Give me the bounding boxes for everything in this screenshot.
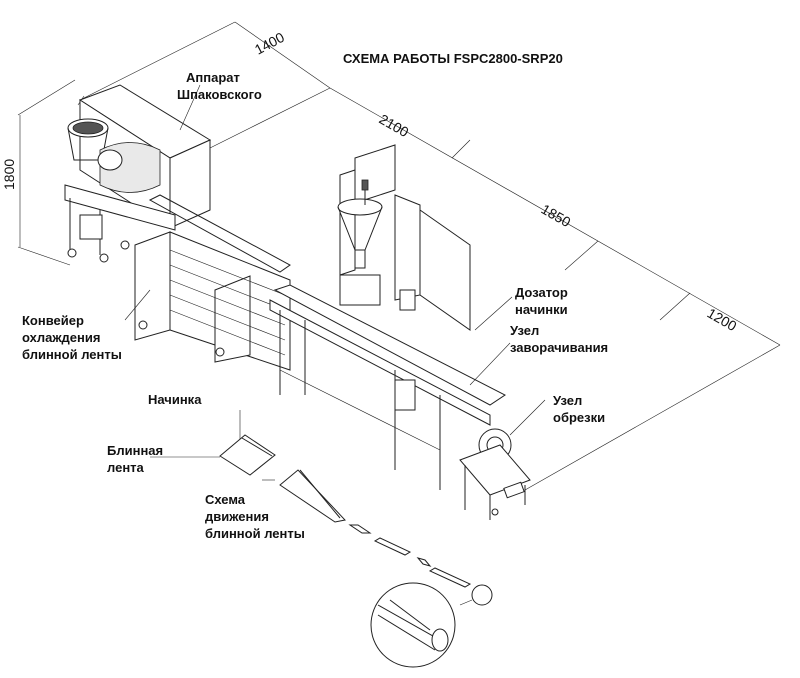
svg-text:Узел: Узел [553, 393, 582, 408]
svg-text:заворачивания: заворачивания [510, 340, 608, 355]
diagram-title: СХЕМА РАБОТЫ FSPC2800-SRP20 [343, 51, 563, 66]
strip-movement-scheme [219, 434, 493, 668]
label-shpakovsky: Аппарат Шпаковского [177, 70, 262, 102]
label-pancake-strip: Блинная лента [107, 443, 163, 475]
cooling-conveyor [134, 194, 291, 371]
label-filling: Начинка [148, 392, 202, 407]
label-trimming-unit: Узел обрезки [553, 393, 605, 425]
svg-text:Дозатор: Дозатор [515, 285, 568, 300]
svg-text:обрезки: обрезки [553, 410, 605, 425]
dimension-1400: 1400 [252, 29, 287, 58]
dimension-1800: 1800 [1, 159, 17, 190]
label-filling-doser: Дозатор начинки [515, 285, 568, 317]
filling-doser [337, 144, 471, 331]
svg-text:Узел: Узел [510, 323, 539, 338]
svg-text:Схема: Схема [205, 492, 246, 507]
leader-lines [124, 84, 546, 458]
label-wrapping-unit: Узел заворачивания [510, 323, 608, 355]
main-line [269, 274, 506, 490]
svg-text:начинки: начинки [515, 302, 568, 317]
dimension-1850: 1850 [539, 201, 574, 231]
trimming-unit [459, 428, 531, 520]
svg-text:Шпаковского: Шпаковского [177, 87, 262, 102]
svg-text:Блинная: Блинная [107, 443, 163, 458]
svg-text:Конвейер: Конвейер [22, 313, 84, 328]
svg-text:блинной ленты: блинной ленты [22, 347, 122, 362]
label-movement-scheme: Схема движения блинной ленты [205, 492, 305, 541]
svg-text:движения: движения [205, 509, 269, 524]
label-cooling-conveyor: Конвейер охлаждения блинной ленты [22, 313, 122, 362]
svg-text:Аппарат: Аппарат [186, 70, 240, 85]
svg-text:лента: лента [107, 460, 145, 475]
dimension-lines [17, 21, 781, 491]
dimension-1200: 1200 [705, 305, 740, 335]
dimension-2100: 2100 [377, 111, 412, 141]
svg-text:блинной ленты: блинной ленты [205, 526, 305, 541]
svg-text:Начинка: Начинка [148, 392, 202, 407]
svg-text:охлаждения: охлаждения [22, 330, 100, 345]
shpakovsky-apparatus [64, 84, 212, 263]
